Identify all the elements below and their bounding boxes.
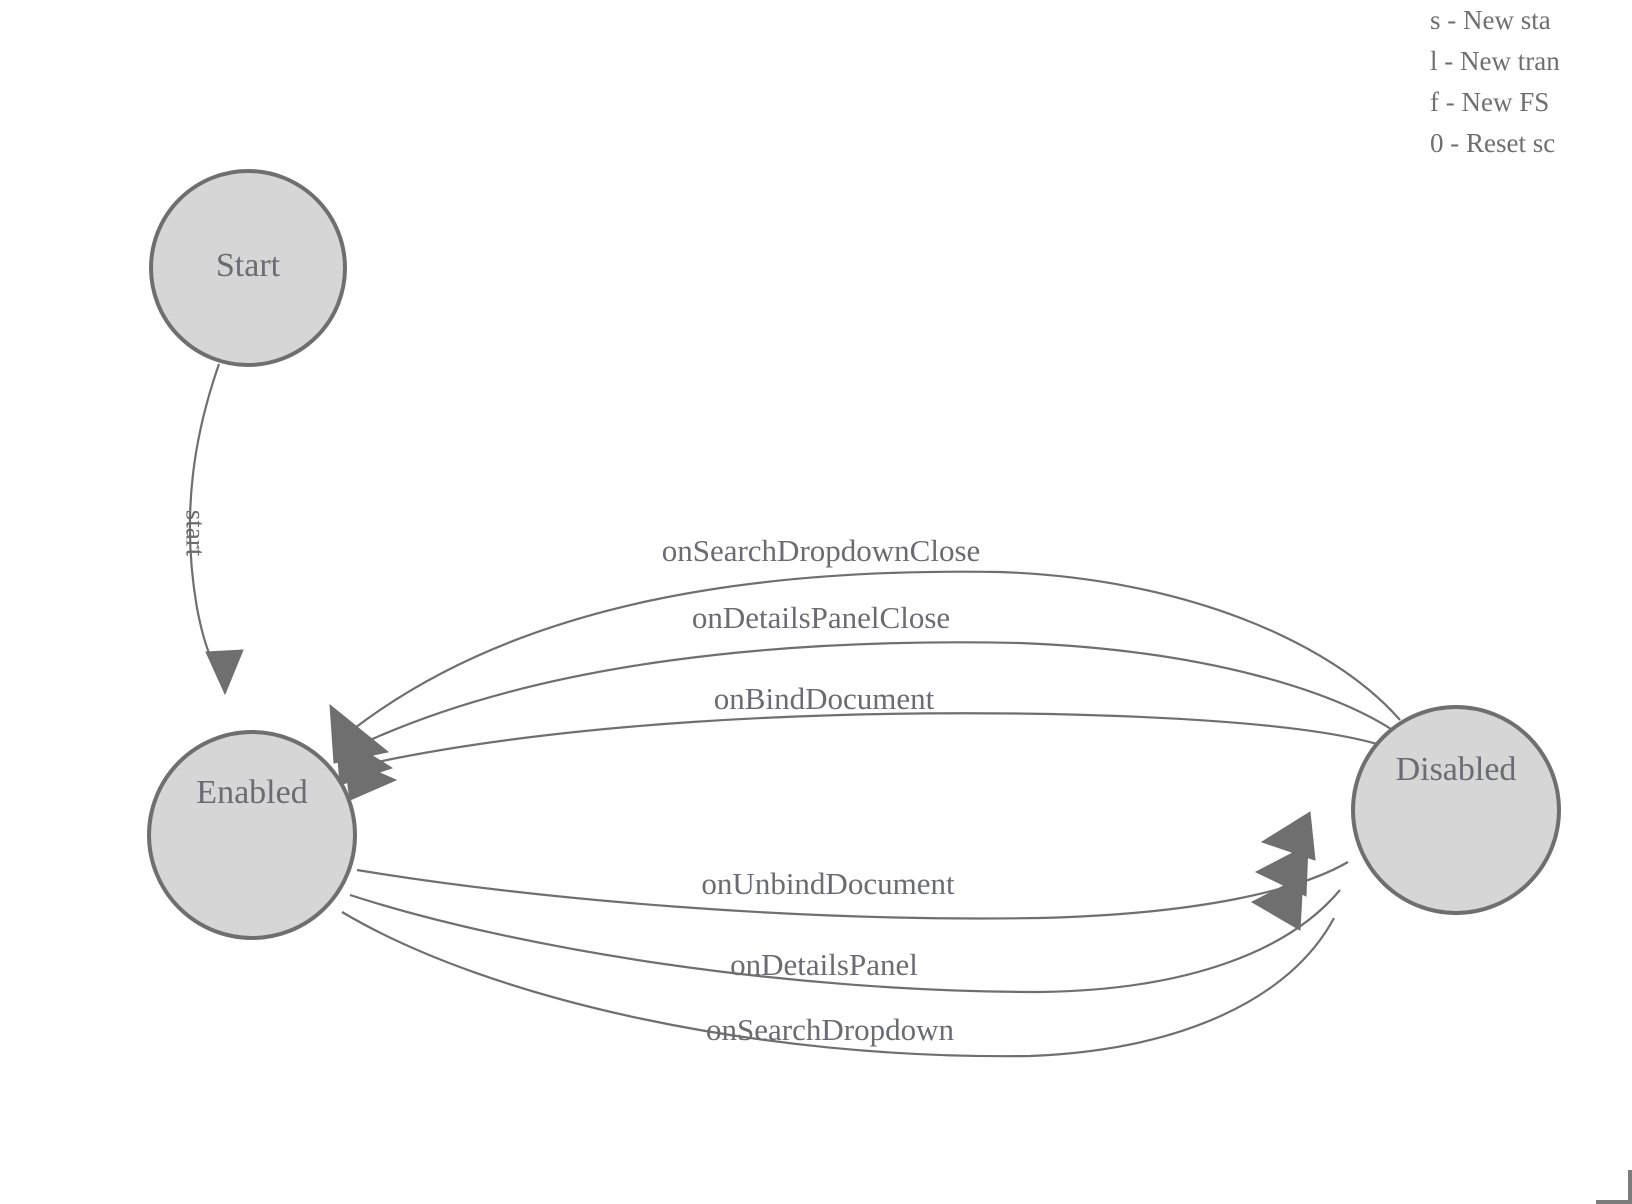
node-disabled[interactable]: [1351, 705, 1561, 915]
arrowhead-icon: [205, 649, 244, 696]
node-enabled[interactable]: [147, 730, 357, 940]
transition-path: [356, 861, 1349, 920]
arrowhead-icon: [343, 756, 398, 801]
arrowhead-icon: [1250, 875, 1304, 931]
transition-start-to-enabled[interactable]: [188, 363, 244, 696]
transition-path: [356, 641, 1405, 747]
node-start[interactable]: [149, 169, 347, 367]
transition-on-search-dropdown-close[interactable]: [329, 570, 1401, 764]
transition-on-search-dropdown[interactable]: [341, 875, 1335, 1058]
shortcut-reset-scale: 0 - Reset sc: [1430, 128, 1556, 158]
transition-on-bind-document[interactable]: [343, 712, 1401, 801]
transition-path: [341, 911, 1335, 1058]
keyboard-shortcut-legend: s - New sta l - New tran f - New FS 0 - …: [1430, 0, 1632, 164]
shortcut-new-transition: l - New tran: [1430, 46, 1560, 76]
transition-on-details-panel[interactable]: [349, 844, 1341, 994]
shortcut-new-fsm: f - New FS: [1430, 87, 1550, 117]
transition-path: [188, 363, 225, 679]
transition-path: [362, 712, 1401, 767]
transition-path: [350, 570, 1401, 732]
transition-on-unbind-document[interactable]: [356, 811, 1349, 920]
panel-corner-handle[interactable]: [1596, 1170, 1632, 1204]
shortcut-new-state: s - New sta: [1430, 5, 1551, 35]
transition-path: [349, 889, 1341, 994]
